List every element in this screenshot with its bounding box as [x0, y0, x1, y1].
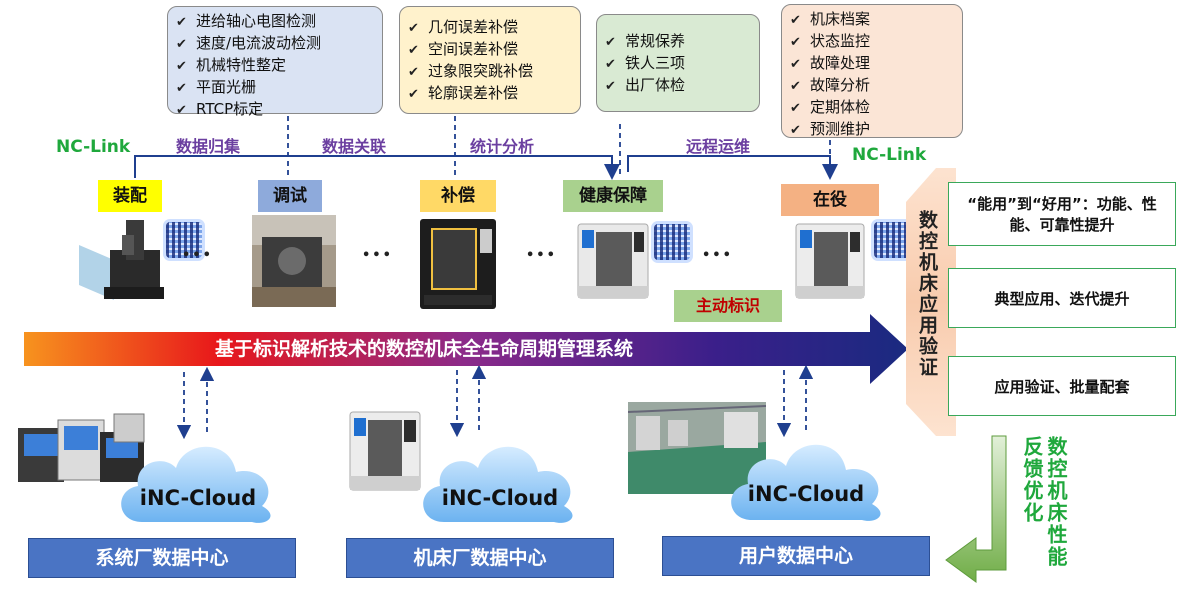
assembly-machine-image — [74, 215, 168, 305]
compensation-machine-image — [420, 219, 496, 309]
cloud-icon — [121, 446, 271, 523]
qr-code-icon — [874, 222, 910, 258]
flow-label-remote: 远程运维 — [686, 137, 751, 156]
nc-link-label: NC-Link — [852, 145, 927, 165]
factory-floor-image — [628, 402, 766, 494]
control-panels-image — [18, 413, 145, 482]
stage-debug: 调试 — [258, 180, 322, 212]
machine-tool-image — [349, 411, 421, 491]
box-item: 过象限突跳补偿 — [408, 61, 572, 83]
box-item: 状态监控 — [790, 31, 954, 53]
box-item: 预测维护 — [790, 119, 954, 141]
feedback-arrow — [945, 435, 1007, 583]
flow-label-correlate: 数据关联 — [322, 137, 387, 156]
verify-banner — [906, 168, 956, 436]
box-item: 机械特性整定 — [176, 55, 374, 77]
cloud-label: iNC-Cloud — [747, 482, 865, 506]
usability-box: “能用”到“好用”：功能、性能、可靠性提升 — [948, 182, 1176, 246]
box-item: 故障处理 — [790, 53, 954, 75]
box-item: RTCP标定 — [176, 99, 374, 121]
calibration-box: 进给轴心电图检测 速度/电流波动检测 机械特性整定 平面光栅 RTCP标定 — [167, 6, 383, 118]
box-item: 机床档案 — [790, 9, 954, 31]
stage-health: 健康保障 — [563, 180, 663, 212]
nc-link-label: NC-Link — [56, 137, 131, 157]
box-item: 进给轴心电图检测 — [176, 11, 374, 33]
cloud-label: iNC-Cloud — [441, 486, 559, 510]
flow-label-collect: 数据归集 — [176, 137, 241, 156]
cloud-icon — [731, 444, 881, 521]
compensation-box: 几何误差补偿 空间误差补偿 过象限突跳补偿 轮廓误差补偿 — [399, 6, 581, 114]
user-datacenter: 用户数据中心 — [662, 536, 930, 576]
batch-box: 应用验证、批量配套 — [948, 356, 1176, 416]
qr-code-icon — [166, 222, 202, 258]
ellipsis: ••• — [526, 248, 557, 263]
box-item: 出厂体检 — [605, 75, 751, 97]
ellipsis: ••• — [362, 248, 393, 263]
main-arrow-label: 基于标识解析技术的数控机床全生命周期管理系统 — [214, 338, 633, 360]
machine-vendor-datacenter: 机床厂数据中心 — [346, 538, 614, 578]
cloud-label: iNC-Cloud — [139, 486, 257, 510]
box-item: 空间误差补偿 — [408, 39, 572, 61]
box-item: 平面光栅 — [176, 77, 374, 99]
box-item: 铁人三项 — [605, 53, 751, 75]
flow-label-stats: 统计分析 — [470, 137, 535, 156]
system-vendor-datacenter: 系统厂数据中心 — [28, 538, 296, 578]
iteration-box: 典型应用、迭代提升 — [948, 268, 1176, 328]
stage-compensation: 补偿 — [420, 180, 496, 212]
health-machine-image — [577, 223, 649, 299]
stage-assembly: 装配 — [98, 180, 162, 212]
box-item: 定期体检 — [790, 97, 954, 119]
cloud-icon — [423, 446, 573, 523]
box-item: 故障分析 — [790, 75, 954, 97]
ellipsis: ••• — [182, 248, 213, 263]
active-identification-label: 主动标识 — [674, 290, 782, 322]
verify-label: 数控机床应用验证 — [916, 210, 938, 378]
box-item: 常规保养 — [605, 31, 751, 53]
health-box: 常规保养 铁人三项 出厂体检 — [596, 14, 760, 112]
box-item: 轮廓误差补偿 — [408, 83, 572, 105]
debug-machine-image — [252, 215, 336, 307]
main-arrow — [24, 314, 908, 384]
in-service-machine-image — [795, 223, 865, 299]
stage-in-service: 在役 — [781, 184, 879, 216]
service-box: 机床档案 状态监控 故障处理 故障分析 定期体检 预测维护 — [781, 4, 963, 138]
qr-code-icon — [654, 224, 690, 260]
box-item: 速度/电流波动检测 — [176, 33, 374, 55]
box-item: 几何误差补偿 — [408, 17, 572, 39]
feedback-label: 数控机床性能反馈优化 — [1020, 436, 1068, 568]
ellipsis: ••• — [702, 248, 733, 263]
